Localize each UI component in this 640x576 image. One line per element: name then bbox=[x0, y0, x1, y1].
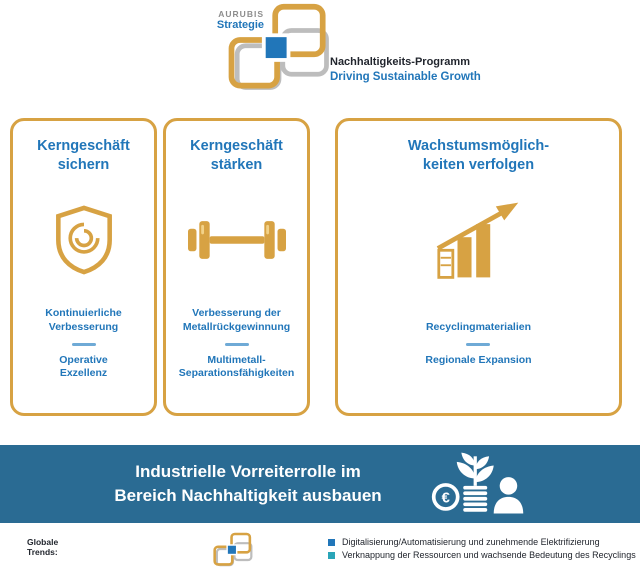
legend-label: Globale Trends: bbox=[27, 537, 59, 558]
card-title: Kerngeschäft stärken bbox=[190, 138, 283, 173]
program-slogan: Driving Sustainable Growth bbox=[330, 70, 481, 83]
card-body: Recyclingmaterialien Regionale Expansion bbox=[425, 289, 531, 399]
legend-item-text: Verknappung der Ressourcen und wachsende… bbox=[342, 550, 636, 560]
brand-name: AURUBIS bbox=[218, 9, 264, 19]
card-icon-area bbox=[51, 191, 117, 289]
euro-symbol: € bbox=[441, 490, 449, 506]
sustainability-banner: Industrielle Vorreiterrolle im Bereich N… bbox=[0, 445, 640, 523]
card-body-item: Operative Exzellenz bbox=[59, 353, 108, 380]
teal-square-bullet bbox=[328, 551, 335, 559]
sustainability-investment-icon: € bbox=[431, 452, 523, 514]
dumbbell-icon bbox=[187, 221, 286, 259]
card-icon-area bbox=[436, 191, 522, 289]
separator-dash bbox=[71, 342, 96, 346]
card-body-item: Recyclingmaterialien bbox=[425, 320, 532, 333]
separator-dash bbox=[224, 342, 249, 346]
card-strengthen-core-business: Kerngeschäft stärken Verbesserung der Me… bbox=[163, 118, 310, 416]
program-title: Nachhaltigkeits-Programm bbox=[330, 56, 470, 68]
legend-items: Digitalisierung/Automatisierung und zune… bbox=[328, 537, 636, 563]
shield-icon bbox=[55, 205, 112, 275]
card-body: Verbesserung der Metallrückgewinnung Mul… bbox=[179, 289, 295, 399]
card-icon-area bbox=[187, 191, 286, 289]
card-pursue-growth-opportunities: Wachstumsmöglich- keiten verfolgen Recyc… bbox=[335, 118, 622, 416]
legend-item: Digitalisierung/Automatisierung und zune… bbox=[328, 537, 636, 547]
card-body: Kontinuierliche Verbesserung Operative E… bbox=[45, 289, 121, 399]
card-body-item: Regionale Expansion bbox=[425, 353, 532, 366]
interlocking-squares-logo bbox=[228, 3, 329, 90]
separator-dash bbox=[466, 342, 491, 346]
legend-item: Verknappung der Ressourcen und wachsende… bbox=[328, 550, 636, 560]
legend-item-text: Digitalisierung/Automatisierung und zune… bbox=[342, 537, 600, 547]
strategy-cards: Kerngeschäft sichern Kontinuierliche Ver… bbox=[10, 118, 622, 416]
card-title: Kerngeschäft sichern bbox=[37, 138, 130, 173]
card-title: Wachstumsmöglich- keiten verfolgen bbox=[407, 138, 550, 173]
card-body-item: Multimetall- Separationsfähigkeiten bbox=[178, 353, 295, 380]
program-text: Nachhaltigkeits-Programm Driving Sustain… bbox=[330, 56, 481, 84]
brand-subtitle: Strategie bbox=[216, 19, 264, 32]
blue-square-bullet bbox=[328, 538, 335, 546]
card-body-item: Verbesserung der Metallrückgewinnung bbox=[182, 307, 291, 333]
card-body-item: Kontinuierliche Verbesserung bbox=[45, 307, 122, 333]
mini-interlocking-squares-logo bbox=[213, 532, 253, 567]
card-secure-core-business: Kerngeschäft sichern Kontinuierliche Ver… bbox=[10, 118, 157, 416]
banner-text: Industrielle Vorreiterrolle im Bereich N… bbox=[114, 462, 382, 505]
brand-text: AURUBIS Strategie bbox=[200, 9, 264, 32]
growth-chart-icon bbox=[436, 202, 518, 279]
